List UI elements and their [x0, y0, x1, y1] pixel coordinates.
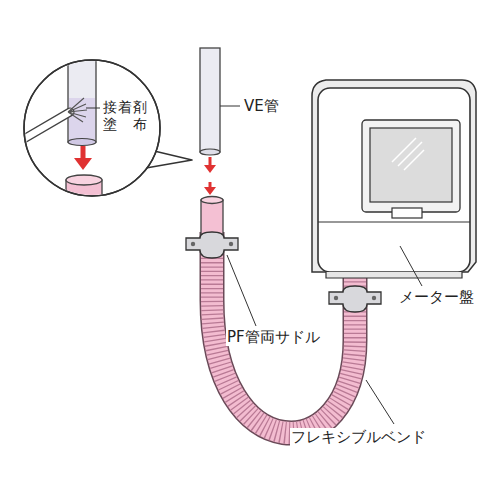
part-label: 接着剤 塗布: [102, 99, 148, 133]
ve-pipe: [200, 48, 220, 152]
red-arrow: [204, 187, 216, 195]
meter-board: [312, 80, 476, 278]
pf-saddle: [329, 286, 381, 312]
part-label: フレキシブルベンド: [290, 428, 427, 446]
brush: [22, 112, 70, 140]
part-label: VE管: [243, 97, 280, 115]
part-label: メーター盤: [398, 288, 475, 306]
red-arrow: [74, 158, 92, 170]
detail-view: [22, 50, 102, 210]
adhesive-area: [69, 98, 95, 141]
red-arrow: [204, 165, 216, 173]
part-label: PF管両サドル: [226, 328, 321, 346]
pf-saddle: [186, 232, 238, 258]
ve-pipe-detail: [68, 50, 96, 142]
